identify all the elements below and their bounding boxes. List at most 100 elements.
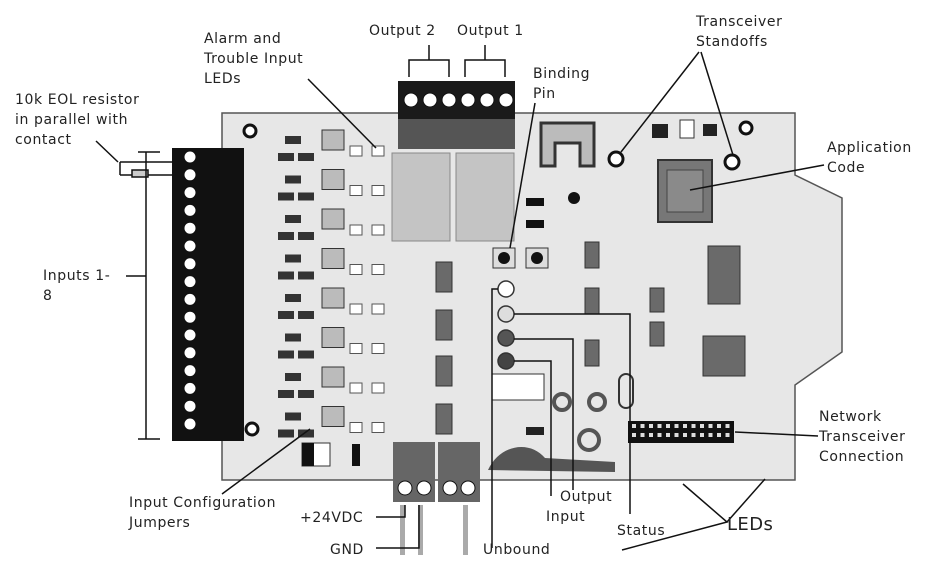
header-pin [657, 424, 662, 428]
header-pin [691, 433, 696, 437]
input-led [371, 303, 385, 315]
clip-component [539, 121, 596, 168]
smd-component [285, 373, 301, 381]
label-input-configuration-jumpers: Input Configuration Jumpers [129, 495, 277, 531]
output-screw [422, 92, 438, 108]
input-led [371, 224, 385, 236]
output-brackets [408, 45, 506, 77]
terminal-screw [183, 186, 197, 200]
label-output-1: Output 1 [457, 23, 524, 39]
smd-component [285, 294, 301, 302]
terminal-screw [183, 203, 197, 217]
smd-component [278, 271, 294, 280]
label-unbound: Unbound [483, 542, 551, 558]
smd-component [298, 350, 314, 359]
smd-component [278, 390, 294, 398]
label-gnd: GND [330, 542, 364, 558]
label-alarm-trouble-leds: Alarm and Trouble Input LEDs [204, 31, 304, 87]
label-binding-pin: Binding Pin [533, 66, 591, 102]
smd-component [298, 311, 314, 319]
header-pin [674, 424, 679, 428]
output-screw [441, 92, 457, 108]
smd-component [278, 429, 294, 438]
input-led [371, 422, 385, 433]
smd-component [298, 153, 314, 161]
binding-pin [492, 192, 580, 269]
header-pin [725, 424, 730, 428]
terminal-screw [183, 221, 197, 235]
jumper [321, 327, 345, 348]
input-configuration-jumpers [321, 129, 345, 427]
output-screw [460, 92, 476, 108]
smd-component [278, 350, 294, 359]
terminal-screw [183, 364, 197, 378]
header-pin [640, 424, 645, 428]
output-screw [498, 92, 514, 108]
header-pin [725, 433, 730, 437]
smd-component [285, 333, 301, 342]
header-pin [649, 424, 653, 428]
header-pin [717, 424, 721, 428]
leader-lines [95, 51, 825, 551]
input-led [349, 343, 363, 354]
status-leds [497, 280, 515, 370]
terminal-screw [183, 310, 197, 324]
network-transceiver-header [628, 421, 734, 443]
output-screw [479, 92, 495, 108]
smd-component [278, 192, 294, 201]
inputs-bracket [126, 151, 160, 440]
jumper [321, 406, 345, 427]
terminal-screw [183, 292, 197, 306]
terminal-screw [183, 399, 197, 413]
label-leds: LEDs [727, 514, 774, 535]
terminal-screw [183, 257, 197, 271]
smd-component [285, 175, 301, 184]
jumper [321, 208, 345, 230]
label-output-2: Output 2 [369, 23, 436, 39]
header-pin [683, 424, 687, 428]
terminal-screw [183, 381, 197, 395]
terminal-screw [183, 328, 197, 342]
smd-component [298, 429, 314, 438]
power-terminals [393, 442, 480, 555]
input-led [371, 145, 385, 157]
input-led [349, 145, 363, 157]
jumper [321, 287, 345, 309]
small-parts [652, 119, 717, 139]
smd-component [298, 271, 314, 280]
input-led [349, 382, 363, 394]
header-pin [632, 424, 636, 428]
smd-component [298, 390, 314, 398]
label-inputs: Inputs 1- 8 [43, 268, 111, 304]
output-screw [403, 92, 419, 108]
header-pin [649, 433, 653, 437]
jumper [321, 366, 345, 388]
input-led [371, 264, 385, 275]
header-pin [632, 433, 636, 437]
smd-component [285, 412, 301, 421]
alarm-trouble-leds [349, 145, 385, 433]
transceiver-standoffs [607, 150, 741, 171]
bottom-components [488, 373, 634, 472]
label-eol-resistor: 10k EOL resistor in parallel with contac… [15, 92, 140, 148]
header-pin [700, 433, 704, 437]
input-led [371, 382, 385, 394]
label-status: Status [617, 523, 666, 539]
input-led [349, 303, 363, 315]
ics [435, 241, 746, 435]
terminal-screw [183, 275, 197, 289]
bottom-left-parts [301, 442, 360, 467]
header-pin [666, 433, 670, 437]
label-24vdc: +24VDC [300, 510, 364, 526]
label-network-transceiver: Network Transceiver Connection [819, 409, 906, 465]
input-led [349, 422, 363, 433]
header-pin [708, 424, 713, 428]
smd-component [278, 311, 294, 319]
mounting-holes [242, 120, 754, 437]
terminal-screw [183, 346, 197, 360]
terminal-screw [183, 150, 197, 164]
header-pin [717, 433, 721, 437]
terminal-screw [183, 168, 197, 182]
output-terminal-block [398, 81, 515, 149]
smd-component [285, 215, 301, 223]
